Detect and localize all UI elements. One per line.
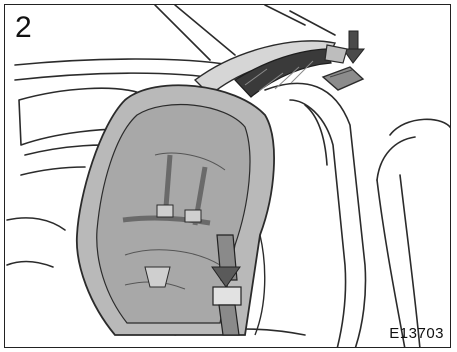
tether-anchor-bracket [323,67,363,90]
illustration-frame: 2 E13703 [4,4,451,348]
child-seat-installation-illustration [5,5,451,348]
step-number: 2 [15,13,32,43]
child-seat [77,85,274,335]
figure-code: E13703 [389,326,444,341]
attach-arrow-icon [343,31,364,63]
